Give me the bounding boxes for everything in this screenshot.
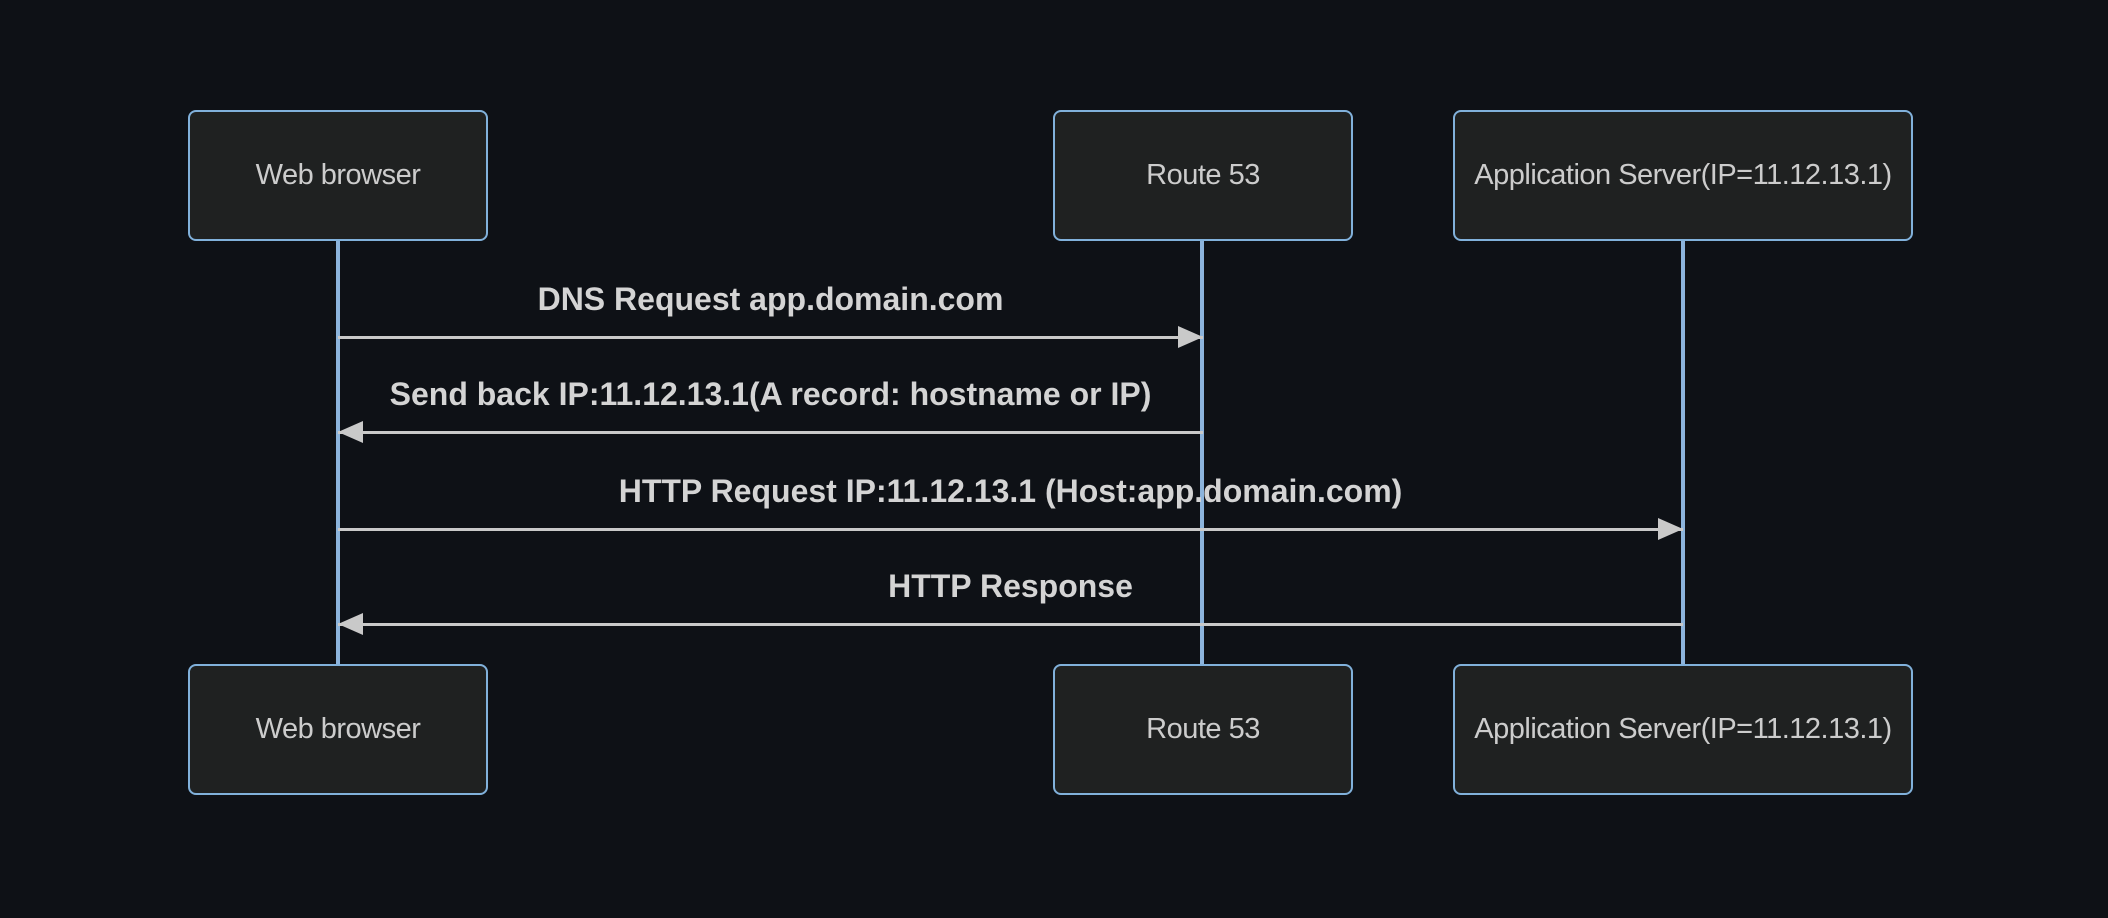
actor-label: Web browser [255,713,421,745]
arrowhead-right-icon [1658,518,1683,540]
message-line [338,336,1203,339]
arrowhead-left-icon [338,421,363,443]
message-label-http-response: HTTP Response [888,568,1133,604]
actor-label: Route 53 [1146,159,1260,191]
actor-label: Application Server(IP=11.12.13.1) [1474,713,1892,745]
arrowhead-left-icon [338,613,363,635]
actor-bottom-web-browser: Web browser [188,664,488,795]
lifeline-web-browser [336,240,340,664]
actor-top-web-browser: Web browser [188,110,488,241]
message-label-http-request: HTTP Request IP:11.12.13.1 (Host:app.dom… [618,473,1403,509]
message-label-send-back-ip: Send back IP:11.12.13.1(A record: hostna… [389,376,1152,412]
actor-label: Route 53 [1146,713,1260,745]
actor-bottom-route-53: Route 53 [1053,664,1353,795]
message-label-dns-request: DNS Request app.domain.com [537,281,1004,317]
lifeline-route-53 [1200,240,1204,664]
actor-label: Web browser [255,159,421,191]
message-line [338,528,1683,531]
arrowhead-right-icon [1178,326,1203,348]
message-line [338,431,1203,434]
lifeline-app-server [1681,240,1685,664]
actor-top-route-53: Route 53 [1053,110,1353,241]
actor-label: Application Server(IP=11.12.13.1) [1474,159,1892,191]
message-line [338,623,1683,626]
actor-bottom-app-server: Application Server(IP=11.12.13.1) [1453,664,1913,795]
actor-top-app-server: Application Server(IP=11.12.13.1) [1453,110,1913,241]
